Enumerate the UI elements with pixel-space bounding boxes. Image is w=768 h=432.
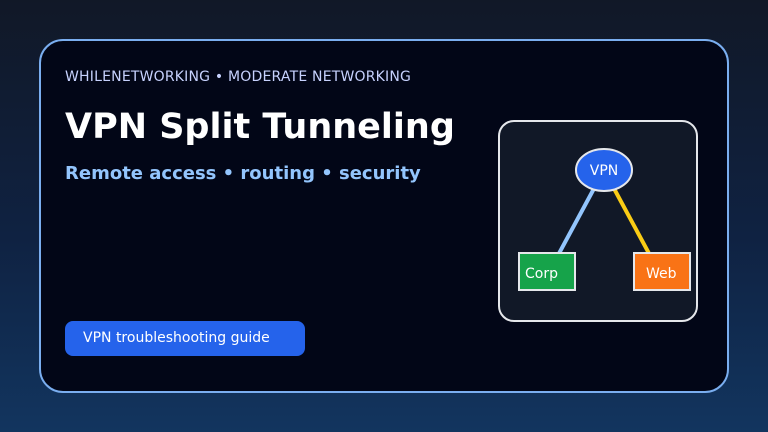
network-diagram-panel: VPN Corp Web bbox=[498, 120, 698, 322]
node-vpn-shape bbox=[575, 148, 633, 192]
node-corp-label: Corp bbox=[525, 266, 558, 282]
node-corp: Corp bbox=[518, 252, 576, 291]
node-corp-shape bbox=[518, 252, 576, 291]
node-web-shape bbox=[633, 252, 691, 291]
network-diagram: VPN Corp Web bbox=[518, 148, 691, 291]
page-subtitle: Remote access • routing • security bbox=[65, 163, 421, 184]
node-vpn-label: VPN bbox=[590, 163, 619, 179]
node-vpn: VPN bbox=[575, 148, 633, 192]
node-web: Web bbox=[633, 252, 691, 291]
hero-card: WHILENETWORKING • MODERATE NETWORKING VP… bbox=[39, 39, 729, 393]
vpn-guide-button[interactable]: VPN troubleshooting guide bbox=[65, 321, 305, 356]
page-title: VPN Split Tunneling bbox=[65, 107, 455, 147]
kicker-text: WHILENETWORKING • MODERATE NETWORKING bbox=[65, 69, 412, 85]
node-web-label: Web bbox=[646, 266, 677, 282]
